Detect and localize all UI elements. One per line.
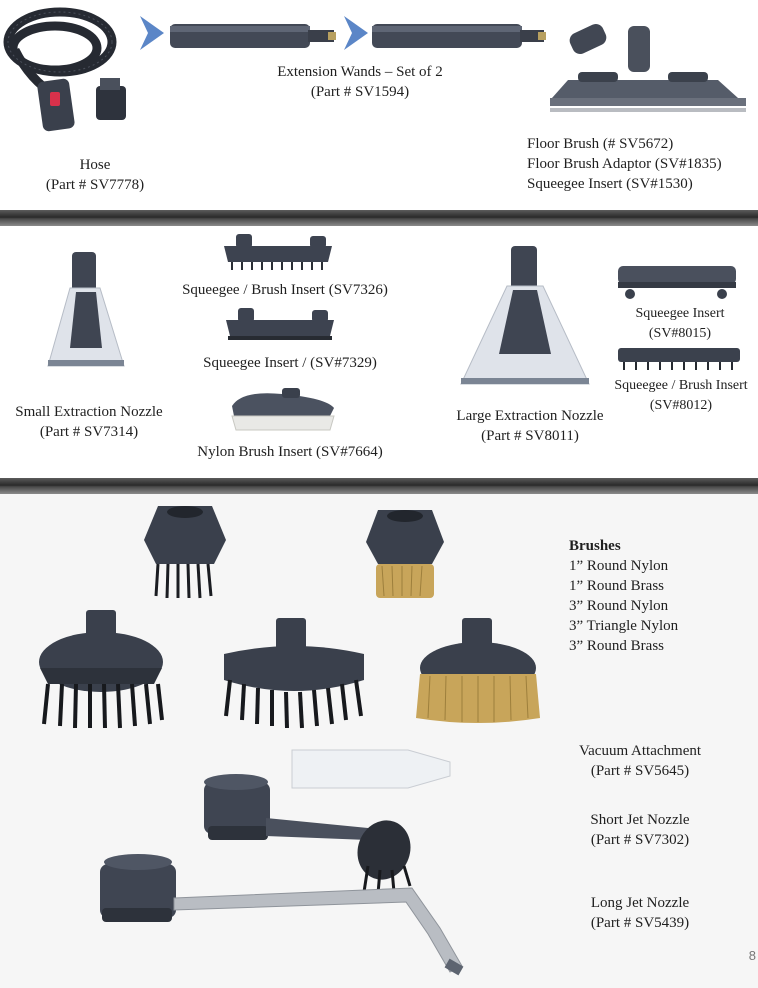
- vacuum-part: (Part # SV5645): [590, 763, 690, 779]
- short-jet-name: Short Jet Nozzle: [590, 812, 690, 828]
- floor-caption: Floor Brush (# SV5672) Floor Brush Adapt…: [527, 134, 722, 194]
- wands-part: (Part # SV1594): [310, 84, 410, 100]
- long-jet-part: (Part # SV5439): [590, 915, 690, 931]
- brushes-heading: Brushes: [569, 538, 621, 554]
- hose-name: Hose: [79, 157, 111, 173]
- section-divider: [0, 478, 758, 494]
- squeegee-brush-insert-large-name: Squeegee / Brush Insert: [614, 378, 748, 393]
- round-brass-brush-3in-image: [416, 618, 540, 723]
- squeegee-insert-large-caption: Squeegee Insert (SV#8015): [610, 304, 750, 344]
- brush-item: 1” Round Brass: [569, 578, 664, 594]
- large-nozzle-caption: Large Extraction Nozzle (Part # SV8011): [425, 406, 635, 446]
- short-jet-caption: Short Jet Nozzle (Part # SV7302): [560, 810, 720, 850]
- short-jet-nozzle-image: [204, 774, 412, 895]
- nylon-brush-insert-label: Nylon Brush Insert (SV#7664): [197, 444, 383, 460]
- large-nozzle-part: (Part # SV8011): [481, 428, 579, 444]
- squeegee-insert-label: Squeegee Insert / (SV#7329): [203, 355, 377, 371]
- round-brass-brush-1in-image: [366, 510, 444, 598]
- brush-item: 3” Triangle Nylon: [569, 618, 679, 634]
- squeegee-brush-insert-large-part: (SV#8012): [649, 398, 713, 413]
- vacuum-caption: Vacuum Attachment (Part # SV5645): [560, 741, 720, 781]
- squeegee-brush-insert-large-image: [618, 348, 740, 370]
- floor-line: Floor Brush Adaptor (SV#1835): [527, 156, 722, 172]
- round-nylon-brush-3in-image: [39, 610, 164, 729]
- round-nylon-brush-1in-image: [144, 506, 226, 599]
- squeegee-insert-image: [226, 308, 334, 340]
- hose-image: [3, 7, 126, 132]
- section-divider: [0, 210, 758, 226]
- floor-line: Squeegee Insert (SV#1530): [527, 176, 693, 192]
- small-nozzle-name: Small Extraction Nozzle: [15, 404, 163, 420]
- squeegee-insert-large-name: Squeegee Insert: [635, 306, 725, 321]
- squeegee-insert-large-image: [618, 266, 736, 299]
- small-nozzle-part: (Part # SV7314): [39, 424, 139, 440]
- page-number: 8: [748, 948, 756, 963]
- vacuum-name: Vacuum Attachment: [578, 743, 702, 759]
- floor-line: Floor Brush (# SV5672): [527, 136, 674, 152]
- long-jet-nozzle-image: [100, 854, 464, 976]
- squeegee-insert-large-part: (SV#8015): [648, 326, 712, 341]
- squeegee-brush-insert-large-caption: Squeegee / Brush Insert (SV#8012): [604, 376, 758, 416]
- large-extraction-nozzle-image: [460, 246, 590, 385]
- extension-wand-image: [170, 24, 336, 48]
- vacuum-attachment-image: [291, 749, 451, 789]
- arrow-right-icon: [344, 16, 368, 50]
- floor-brush-image: [550, 24, 746, 112]
- brush-item: 3” Round Brass: [569, 638, 664, 654]
- brushes-list: Brushes 1” Round Nylon 1” Round Brass 3”…: [569, 536, 678, 656]
- wands-name: Extension Wands – Set of 2: [277, 64, 443, 80]
- short-jet-part: (Part # SV7302): [590, 832, 690, 848]
- nylon-brush-insert-image: [231, 388, 335, 431]
- squeegee-brush-insert-image: [224, 234, 332, 270]
- long-jet-name: Long Jet Nozzle: [590, 895, 690, 911]
- hose-caption: Hose (Part # SV7778): [30, 155, 160, 195]
- squeegee-brush-insert-label: Squeegee / Brush Insert (SV7326): [182, 282, 388, 298]
- large-nozzle-name: Large Extraction Nozzle: [456, 408, 604, 424]
- arrow-right-icon: [140, 16, 164, 50]
- brush-item: 3” Round Nylon: [569, 598, 669, 614]
- small-extraction-nozzle-image: [47, 252, 125, 367]
- wands-caption: Extension Wands – Set of 2 (Part # SV159…: [255, 62, 465, 102]
- long-jet-caption: Long Jet Nozzle (Part # SV5439): [560, 893, 720, 933]
- brush-item: 1” Round Nylon: [569, 558, 669, 574]
- hose-part: (Part # SV7778): [45, 177, 145, 193]
- small-nozzle-caption: Small Extraction Nozzle (Part # SV7314): [0, 402, 178, 442]
- extension-wand-image: [372, 24, 546, 48]
- triangle-nylon-brush-3in-image: [224, 618, 364, 729]
